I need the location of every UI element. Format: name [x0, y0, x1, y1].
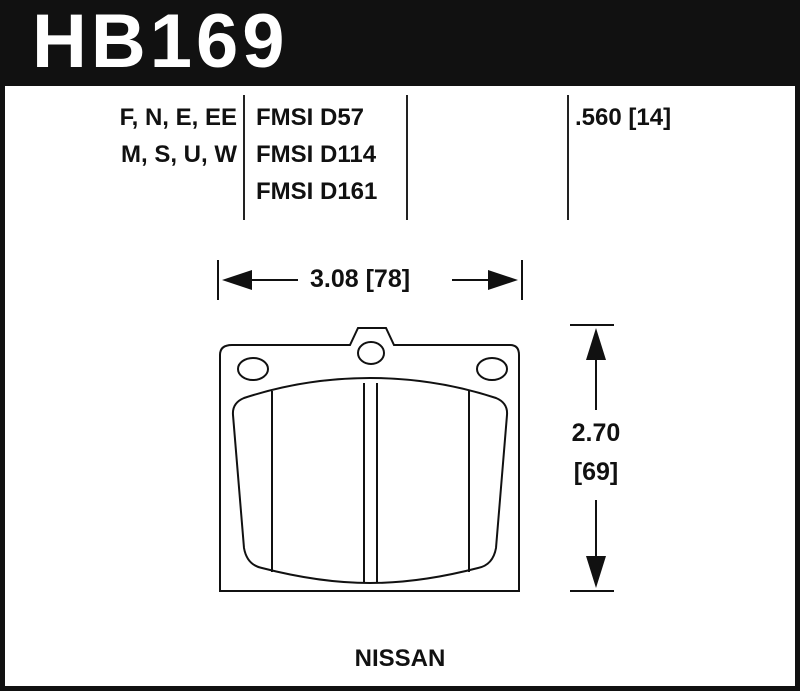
fmsi-code-1: FMSI D57: [256, 104, 365, 131]
mounting-hole-left: [237, 357, 269, 381]
vehicle-application: NISSAN: [354, 645, 446, 672]
width-dimension: [217, 260, 523, 300]
part-number-title: HB169: [32, 0, 289, 84]
thickness-spec: .560 [14]: [575, 104, 672, 131]
mounting-hole-right: [476, 357, 508, 381]
height-dimension: [570, 324, 614, 592]
mounting-hole-center: [357, 341, 385, 365]
column-divider-1: [243, 95, 245, 220]
column-divider-3: [567, 95, 569, 220]
header-bar: HB169: [0, 0, 800, 86]
fmsi-code-2: FMSI D114: [256, 141, 377, 168]
height-dimension-label-inches: 2.70: [571, 419, 621, 447]
fmsi-code-3: FMSI D161: [256, 178, 378, 205]
compound-list-line-1: F, N, E, EE: [119, 104, 237, 131]
height-dimension-label-mm: [69]: [573, 458, 619, 486]
column-divider-2: [406, 95, 408, 220]
compound-list-line-2: M, S, U, W: [121, 141, 237, 168]
friction-material-outline: [231, 376, 509, 585]
backing-plate-outline: [219, 327, 520, 592]
width-dimension-label: 3.08 [78]: [310, 265, 411, 293]
